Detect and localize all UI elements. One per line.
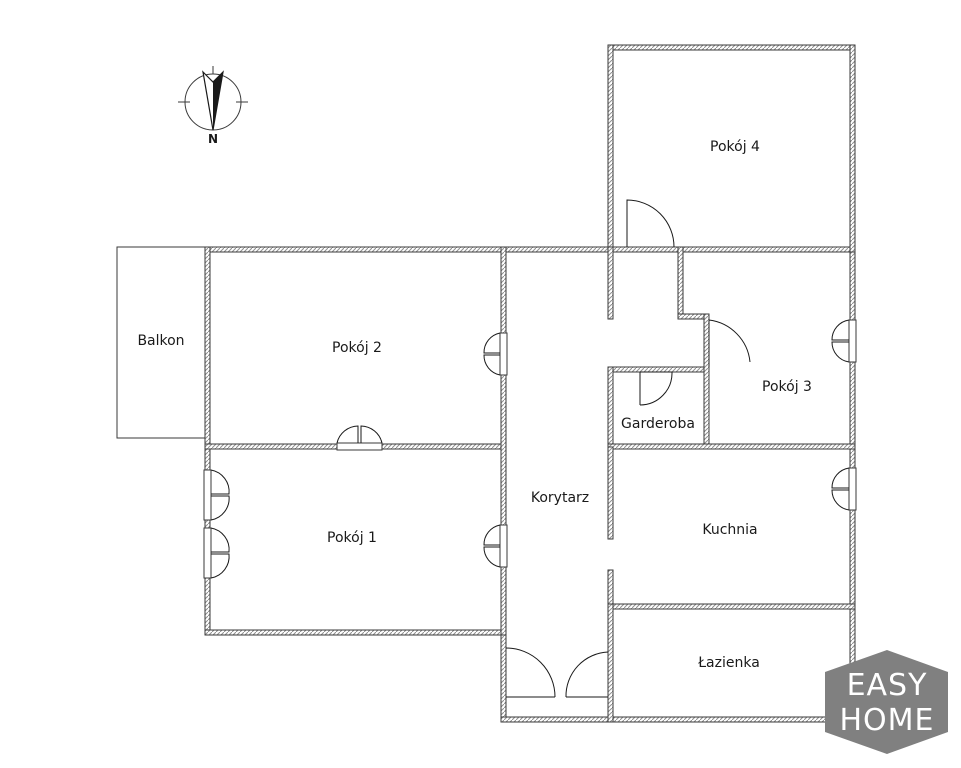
sash-kuchnia-a (831, 467, 850, 489)
compass: N (178, 66, 248, 146)
room-label-pokoj3: Pokój 3 (762, 379, 812, 395)
door-corridor-left (505, 647, 556, 698)
room-label-lazienka: Łazienka (697, 655, 760, 671)
wall-corridor-left-lower (500, 629, 507, 723)
sash-p1-left-a (210, 469, 230, 495)
sash-p1-left-c (210, 527, 230, 553)
door-garderoba (639, 371, 673, 406)
wall-bottom-rooms (204, 629, 506, 636)
room-label-kuchnia: Kuchnia (702, 522, 757, 538)
room-label-pokoj1: Pokój 1 (327, 530, 377, 546)
wall-garderoba-top (607, 366, 709, 373)
wall-p3-bottom (607, 443, 856, 450)
wall-top-right (609, 246, 856, 253)
sash-kuchnia-b (831, 489, 850, 511)
door-p3 (708, 319, 751, 367)
room-labels: Balkon Pokój 2 Pokój 1 Pokój 4 Pokój 3 G… (137, 139, 812, 671)
easy-home-logo: EASY HOME (825, 650, 948, 754)
door-swings (210, 199, 850, 698)
room-label-balkon: Balkon (137, 333, 184, 349)
sash-p2-a (483, 332, 501, 354)
wall-lazienka-left (607, 603, 614, 723)
wall-p4-right (849, 44, 856, 253)
logo-hexagon (825, 650, 948, 754)
window-p2-right (499, 332, 508, 376)
wall-kuchnia-left (607, 446, 614, 540)
sash-p2-b (483, 354, 501, 376)
wall-p3-left-upper (677, 246, 684, 318)
sash-p1-left-b (210, 495, 230, 521)
sash-p1-b (483, 546, 501, 568)
wall-garderoba-left (607, 366, 614, 448)
wall-bottom (500, 716, 856, 723)
sash-p1-a (483, 524, 501, 546)
window-p2-p1 (336, 442, 383, 451)
wall-top-left (204, 246, 611, 253)
sash-p1-left-d (210, 553, 230, 579)
sash-mid-b (360, 425, 383, 444)
door-p4 (626, 199, 675, 248)
wall-corridor-right-upper (607, 246, 614, 320)
wall-left-upper (204, 246, 211, 448)
room-label-garderoba: Garderoba (621, 416, 695, 432)
sash-mid-a (336, 425, 359, 444)
compass-label: N (208, 132, 218, 146)
room-label-korytarz: Korytarz (531, 490, 589, 506)
window-kuchnia-right (848, 467, 857, 511)
window-p1-left-a (203, 469, 212, 521)
sash-p3-b (831, 341, 850, 363)
logo-line2: HOME (839, 703, 934, 738)
wall-kuchnia-bottom (607, 603, 856, 610)
wall-rooms-corridor (500, 246, 507, 636)
wall-p3-left (703, 313, 710, 448)
balcony-outline (116, 246, 206, 439)
door-corridor-right (565, 651, 609, 698)
window-p3-right (848, 319, 857, 363)
sash-p3-a (831, 319, 850, 341)
windows (203, 319, 857, 579)
room-label-pokoj2: Pokój 2 (332, 340, 382, 356)
room-label-pokoj4: Pokój 4 (710, 139, 760, 155)
compass-needle-fill (213, 72, 223, 130)
wall-p4-left (607, 44, 614, 253)
window-p1-right (499, 524, 508, 568)
logo-line1: EASY (847, 668, 928, 703)
window-p1-left-b (203, 527, 212, 579)
wall-p4-top (607, 44, 856, 51)
